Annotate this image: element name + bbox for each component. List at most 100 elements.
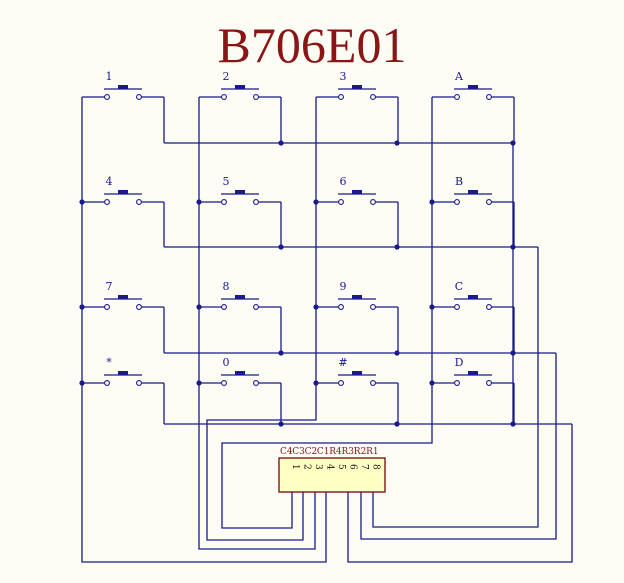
- switch-contact-right: [486, 94, 492, 100]
- connector-signal-label: C2: [305, 447, 318, 457]
- junction-dot: [394, 140, 400, 146]
- switch-cap: [118, 190, 128, 194]
- key-label: 2: [223, 70, 230, 83]
- connector-pin-number: 7: [359, 464, 369, 470]
- switch-contact-left: [104, 94, 110, 100]
- junction-dot: [278, 140, 284, 146]
- switch-cap: [352, 190, 362, 194]
- connector-signal-label: C4: [280, 447, 293, 457]
- switch-contact-left: [454, 304, 460, 310]
- connector-pin-number: 5: [336, 464, 346, 470]
- key-label: #: [338, 356, 347, 369]
- junction-dot: [79, 380, 85, 386]
- junction-dot: [196, 199, 202, 205]
- pushbutton-switch: 1: [82, 70, 165, 143]
- junction-dot: [429, 199, 435, 205]
- pushbutton-switch: 3: [316, 70, 399, 143]
- connector-pin-number: 4: [325, 464, 335, 470]
- pushbutton-switch: 7: [82, 280, 165, 353]
- junction-dot: [278, 350, 284, 356]
- connector-signal-label: C3: [292, 447, 305, 457]
- switch-cap: [235, 85, 245, 89]
- switch-contact-right: [370, 304, 376, 310]
- pushbutton-switch: 0: [199, 356, 282, 424]
- switch-contact-right: [486, 304, 492, 310]
- key-label: 7: [106, 280, 113, 293]
- switch-cap: [352, 85, 362, 89]
- switch-contact-right: [486, 199, 492, 205]
- junction-dot: [79, 199, 85, 205]
- junction-dot: [510, 350, 516, 356]
- junction-dot: [394, 421, 400, 427]
- pushbutton-switch: 6: [316, 175, 399, 247]
- junction-dot: [429, 380, 435, 386]
- switch-cap: [468, 190, 478, 194]
- key-label: 1: [106, 70, 113, 83]
- connector-signal-label: R2: [354, 447, 367, 457]
- key-label: 0: [223, 356, 230, 369]
- pushbutton-switch: A: [432, 70, 515, 143]
- pushbutton-switch: #: [316, 356, 399, 424]
- switch-contact-left: [104, 304, 110, 310]
- connector-pin-number: 3: [313, 464, 323, 470]
- switch-contact-right: [253, 380, 259, 386]
- key-label: *: [106, 356, 112, 369]
- switch-cap: [468, 371, 478, 375]
- column-wire-3: [206, 97, 317, 541]
- junction-dot: [510, 244, 516, 250]
- connector-signal-label: R4: [329, 447, 342, 457]
- column-wire-2: [198, 97, 316, 550]
- pushbutton-switch: 9: [316, 280, 399, 353]
- junction-dot: [510, 140, 516, 146]
- switch-cap: [352, 371, 362, 375]
- switch-cap: [235, 295, 245, 299]
- switch-contact-right: [253, 199, 259, 205]
- connector-signal-label: R1: [366, 447, 379, 457]
- switch-cap: [468, 295, 478, 299]
- junction-dot: [196, 380, 202, 386]
- switch-contact-right: [370, 199, 376, 205]
- row-wire-3: [347, 424, 573, 563]
- key-label: 4: [106, 175, 113, 188]
- connector-pin-number: 1: [290, 464, 300, 470]
- connector-signal-label: C1: [317, 447, 330, 457]
- switch-contact-left: [221, 380, 227, 386]
- key-label: B: [455, 175, 463, 188]
- switch-contact-left: [104, 380, 110, 386]
- switch-contact-right: [253, 94, 259, 100]
- key-label: D: [455, 356, 464, 369]
- switch-contact-right: [253, 304, 259, 310]
- junction-dot: [196, 304, 202, 310]
- switch-contact-left: [454, 199, 460, 205]
- pushbutton-switch: 8: [199, 280, 282, 353]
- connector-body: [278, 457, 386, 493]
- column-wire-1: [81, 97, 327, 563]
- key-label: 5: [223, 175, 230, 188]
- junction-dot: [510, 421, 516, 427]
- pushbutton-switch: C: [432, 280, 515, 353]
- junction-dot: [278, 421, 284, 427]
- switch-contact-left: [338, 199, 344, 205]
- key-label: 9: [340, 280, 347, 293]
- junction-dots: [79, 140, 516, 427]
- switch-contact-left: [221, 94, 227, 100]
- switch-cap: [118, 85, 128, 89]
- switch-contact-left: [338, 380, 344, 386]
- switch-contact-left: [338, 94, 344, 100]
- switch-cap: [118, 295, 128, 299]
- connector-pin-number: 8: [371, 464, 381, 470]
- row-wire-1: [372, 247, 539, 528]
- schematic-title: B706E01: [218, 17, 407, 73]
- switch-contact-left: [221, 199, 227, 205]
- connector-pin-number: 6: [348, 464, 358, 470]
- junction-dot: [394, 244, 400, 250]
- connector-signal-label: R3: [342, 447, 355, 457]
- junction-dot: [394, 350, 400, 356]
- switch-contact-right: [370, 380, 376, 386]
- key-label: 3: [340, 70, 347, 83]
- junction-dot: [278, 244, 284, 250]
- pushbutton-switch: *: [82, 356, 165, 424]
